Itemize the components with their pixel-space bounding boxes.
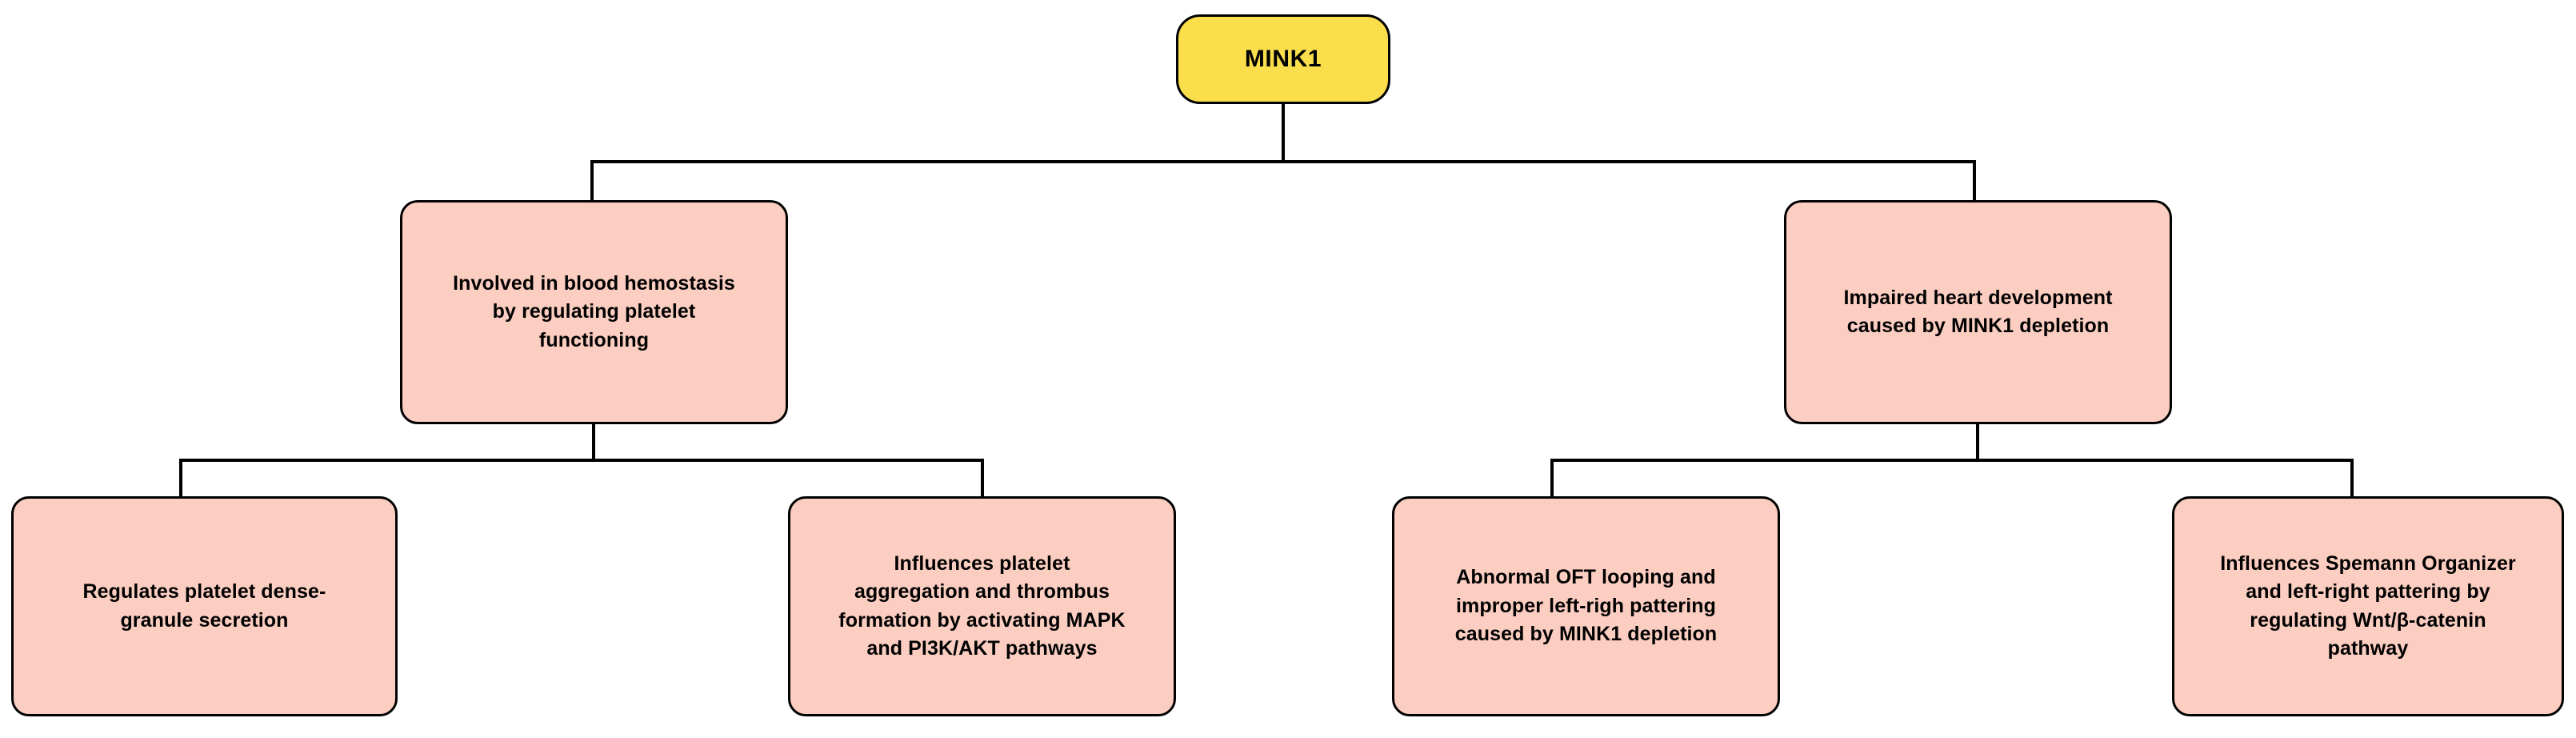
node-oft-looping-label: Abnormal OFT looping and improper left-r… [1454, 566, 1718, 646]
node-aggregation-label: Influences platelet aggregation and thro… [838, 551, 1126, 660]
node-dense-granule-label: Regulates platelet dense- granule secret… [82, 580, 326, 632]
node-spemann[interactable]: Influences Spemann Organizer and left-ri… [2172, 496, 2564, 716]
node-hemostasis-label: Involved in blood hemostasis by regulati… [453, 271, 735, 351]
node-oft-looping[interactable]: Abnormal OFT looping and improper left-r… [1392, 496, 1780, 716]
node-heart-development[interactable]: Impaired heart development caused by MIN… [1784, 200, 2172, 424]
node-aggregation[interactable]: Influences platelet aggregation and thro… [788, 496, 1176, 716]
node-hemostasis[interactable]: Involved in blood hemostasis by regulati… [400, 200, 788, 424]
node-mink1[interactable]: MINK1 [1176, 14, 1390, 104]
node-spemann-label: Influences Spemann Organizer and left-ri… [2220, 551, 2516, 660]
node-heart-development-label: Impaired heart development caused by MIN… [1843, 286, 2113, 338]
node-dense-granule[interactable]: Regulates platelet dense- granule secret… [11, 496, 398, 716]
node-mink1-label: MINK1 [1244, 45, 1322, 72]
